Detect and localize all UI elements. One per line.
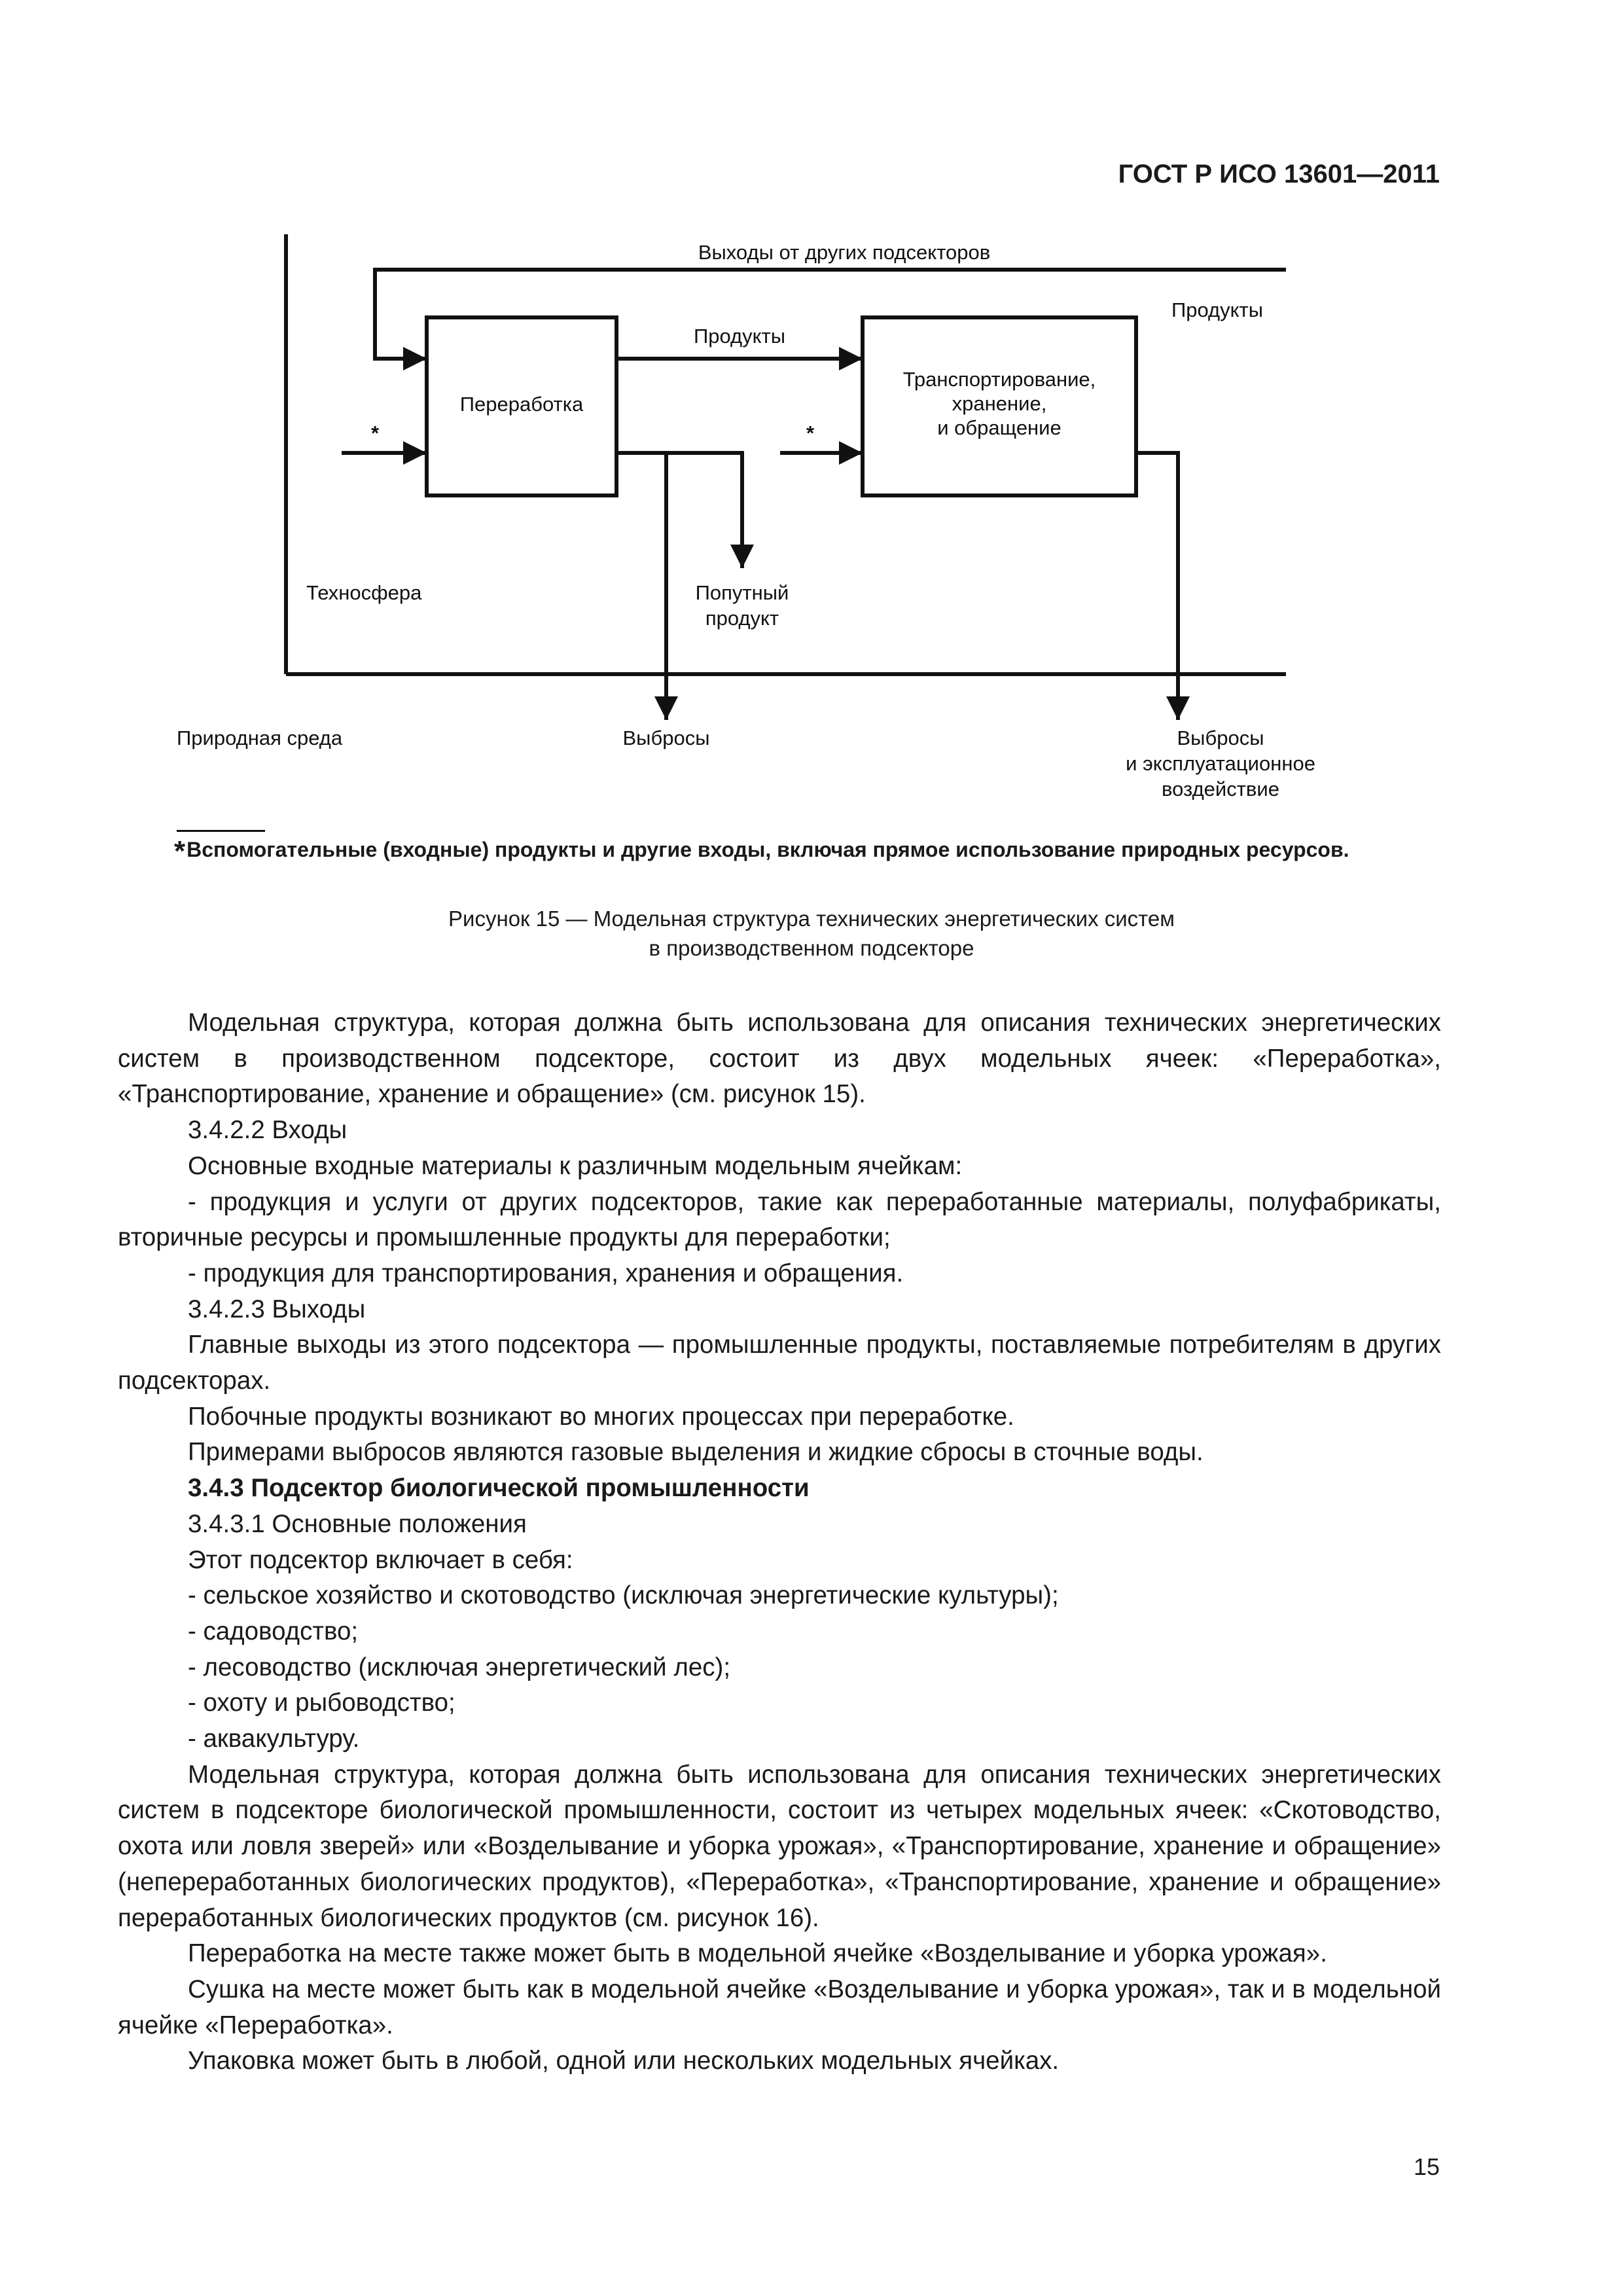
list-item: - сельское хозяйство и скотоводство (иск… [188, 1581, 1059, 1610]
label-emissions-impact-1: Выбросы [1177, 726, 1264, 749]
list-item: - продукция для транспортирования, хране… [188, 1259, 904, 1287]
label-emissions: Выбросы [623, 726, 710, 749]
paragraph: Модельная структура, которая должна быть… [118, 1009, 1441, 1109]
label-box-transport-2: хранение, [952, 392, 1047, 415]
label-technosphere: Техносфера [306, 581, 422, 604]
label-mid-products: Продукты [694, 325, 785, 348]
subsection-heading-3422: 3.4.2.2 Входы [188, 1116, 348, 1145]
paragraph: Сушка на месте может быть как в модельно… [118, 1975, 1441, 2039]
arrow-emissions [616, 451, 678, 720]
box-processing [425, 315, 618, 497]
paragraph: Переработка на месте также может быть в … [188, 1939, 1327, 1968]
figure-caption-line-2: в производственном подсекторе [649, 936, 974, 960]
label-box-processing: Переработка [460, 393, 584, 416]
list-item: - лесоводство (исключая энергетический л… [188, 1653, 731, 1681]
figure-15-diagram: Выходы от других подсекторов Продукты Пе… [177, 234, 1315, 800]
box-transport [861, 315, 1138, 497]
label-byproduct-2: продукт [705, 607, 779, 630]
footnote-mark: * [174, 835, 186, 867]
list-item: - охоту и рыбоводство; [188, 1689, 455, 1717]
arrow-inputs-other-subsectors [373, 268, 1286, 370]
label-box-transport-1: Транспортирование, [903, 368, 1096, 391]
paragraph: Этот подсектор включает в себя: [188, 1545, 573, 1574]
body-text: Модельная структура, которая должна быть… [118, 1005, 1441, 2079]
label-right-products: Продукты [1171, 298, 1263, 321]
figure-footnote: *Вспомогательные (входные) продукты и др… [174, 835, 1483, 868]
list-item: - садоводство; [188, 1617, 359, 1645]
standard-code: ГОСТ Р ИСО 13601—2011 [1118, 160, 1440, 188]
label-natural-environment: Природная среда [177, 726, 343, 749]
label-emissions-impact-2: и эксплуатационное [1126, 752, 1315, 775]
paragraph: Модельная структура, которая должна быть… [118, 1760, 1441, 1932]
subsection-heading-3431: 3.4.3.1 Основные положения [188, 1509, 527, 1538]
label-byproduct-1: Попутный [696, 581, 789, 604]
label-top-outputs: Выходы от других подсекторов [698, 241, 990, 264]
paragraph: Побочные продукты возникают во многих пр… [188, 1402, 1014, 1431]
paragraph: Главные выходы из этого подсектора — про… [118, 1331, 1441, 1395]
footnote-text: Вспомогательные (входные) продукты и дру… [187, 838, 1349, 861]
paragraph: Примерами выбросов являются газовые выде… [188, 1438, 1204, 1467]
figure-caption-line-1: Рисунок 15 — Модельная структура техниче… [448, 906, 1175, 931]
asterisk-left: * [371, 422, 380, 444]
paragraph: Основные входные материалы к различным м… [188, 1151, 963, 1180]
arrow-emissions-impact [1136, 451, 1190, 720]
page-number: 15 [1413, 2153, 1440, 2180]
list-item: - аквакультуру. [188, 1725, 360, 1753]
list-item: - продукция и услуги от других подсектор… [118, 1187, 1441, 1252]
paragraph: Упаковка может быть в любой, одной или н… [188, 2047, 1060, 2075]
subsection-heading-3423: 3.4.2.3 Выходы [188, 1295, 366, 1323]
asterisk-right: * [806, 422, 815, 444]
label-emissions-impact-3: воздействие [1162, 778, 1279, 800]
footnote-rule [177, 830, 265, 832]
section-heading-343: 3.4.3 Подсектор биологической промышленн… [188, 1474, 810, 1503]
arrow-byproduct [616, 451, 754, 568]
label-box-transport-3: и обращение [937, 416, 1061, 439]
